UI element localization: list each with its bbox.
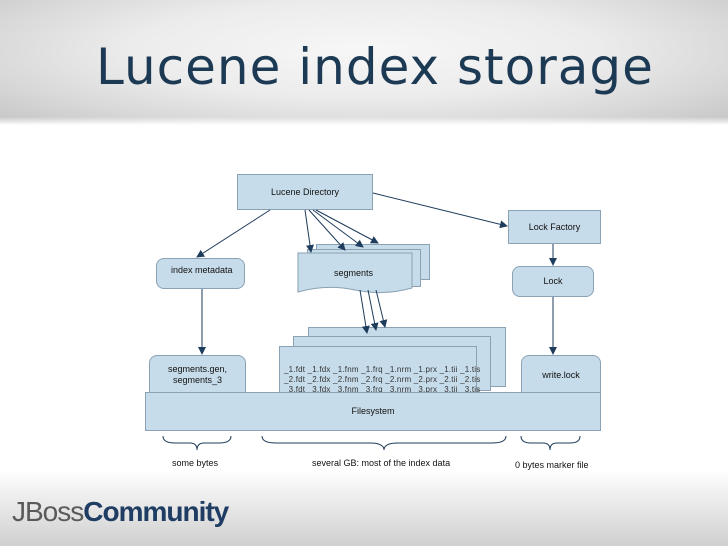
arrow-dir-to-segments-2: [308, 209, 346, 251]
index-metadata-label: index metadata: [171, 265, 233, 275]
caption-some-bytes: some bytes: [172, 458, 219, 468]
filesystem-label: Filesystem: [351, 406, 395, 416]
brace-left: [162, 435, 232, 451]
lock-factory-box: Lock Factory: [508, 210, 601, 244]
segments-gen-label-line1: segments.gen,: [167, 364, 228, 374]
title-band: [0, 0, 728, 125]
logo-jboss: JBoss: [12, 496, 84, 527]
index-files-box: [279, 346, 477, 394]
arrow-dir-to-segments-3: [312, 209, 364, 248]
index-files-row-1: _1.fdt _1.fdx _1.fnm _1.frq _1.nrm _1.pr…: [284, 365, 481, 374]
arrow-segments-to-files-3: [375, 289, 388, 328]
index-files-row-2: _2.fdt _2.fdx _2.fnm _2.frq _2.nrm _2.pr…: [284, 375, 481, 384]
lucene-directory-box: Lucene Directory: [237, 174, 373, 210]
segments-label: segments: [334, 268, 374, 278]
slide-title: Lucene index storage: [96, 38, 654, 96]
lock-box: Lock: [512, 266, 594, 297]
index-metadata-box: index metadata: [156, 258, 245, 289]
footer-band: [0, 470, 728, 546]
write-lock-box: write.lock: [521, 355, 601, 395]
write-lock-label: write.lock: [542, 369, 580, 380]
caption-several-gb: several GB: most of the index data: [312, 458, 451, 468]
arrow-dir-to-index-metadata: [196, 209, 271, 258]
arrow-segments-to-files-2: [367, 289, 379, 331]
lock-factory-label: Lock Factory: [528, 221, 581, 232]
caption-marker-file: 0 bytes marker file: [515, 460, 589, 470]
filesystem-box: Filesystem: [145, 392, 601, 431]
index-files-row-3: _3.fdt _3.fdx _3.fnm _3.frq _3.nrm _3.pr…: [284, 385, 481, 394]
lucene-directory-label: Lucene Directory: [270, 186, 340, 197]
arrow-dir-to-segments-4: [315, 209, 379, 244]
brace-middle: [261, 435, 507, 451]
arrow-segments-to-files-1: [359, 289, 370, 334]
lock-label: Lock: [543, 276, 563, 286]
logo-community: Community: [83, 496, 229, 527]
jboss-community-logo: JBossCommunity: [12, 496, 229, 528]
arrow-dir-to-lock-factory: [372, 192, 508, 229]
segments-gen-label-line2: segments_3: [172, 375, 223, 385]
brace-right: [520, 435, 581, 451]
arrow-dir-to-segments-1: [304, 209, 314, 253]
